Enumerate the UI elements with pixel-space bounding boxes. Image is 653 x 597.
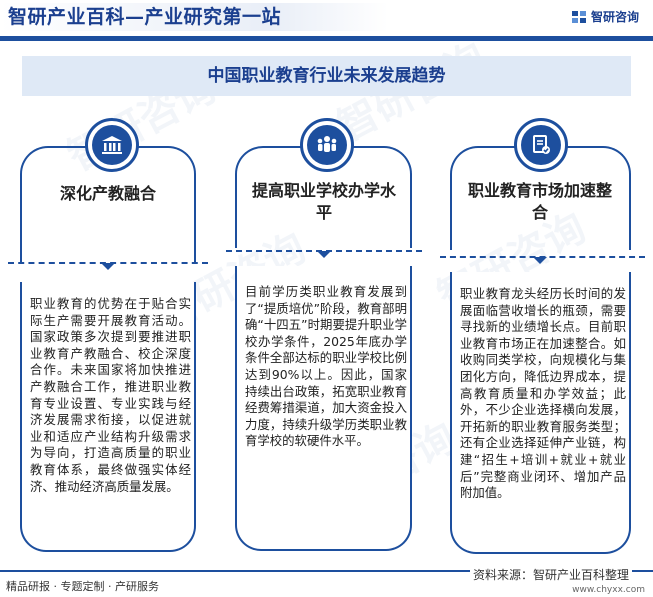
card-1-pointer: [101, 263, 115, 270]
card-3-pointer: [533, 257, 547, 264]
header-divider: [0, 36, 653, 41]
card-3-body: [450, 272, 631, 554]
footer-source: 资料来源：智研产业百科整理: [470, 566, 633, 583]
card-1-text: 职业教育的优势在于贴合实际生产需要开展教育活动。国家政策多次提到要推进职业教育产…: [30, 296, 191, 494]
page-title: 智研产业百科—产业研究第一站: [0, 3, 388, 31]
card-1-body: [20, 282, 196, 552]
card-2-body: [235, 266, 412, 551]
institution-icon: [102, 136, 122, 154]
people-group-icon: [317, 136, 337, 152]
card-3-title: 职业教育市场加速整合: [467, 181, 612, 222]
card-2-text: 目前学历类职业教育发展到了“提质培优”阶段，教育部明确“十四五”时期要提升职业学…: [245, 284, 407, 449]
page-header: 智研产业百科—产业研究第一站 智研咨询: [0, 0, 653, 36]
footer-tagline: 精品研报 · 专题定制 · 产研服务: [6, 580, 159, 593]
footer-url[interactable]: www.chyxx.com: [572, 585, 645, 595]
card-2-title: 提高职业学校办学水平: [251, 181, 396, 222]
brand-name: 智研咨询: [590, 10, 639, 24]
card-2-pointer: [317, 251, 331, 258]
card-3-icon-badge: [514, 118, 568, 172]
document-check-icon: [533, 135, 550, 154]
card-1-title: 深化产教融合: [59, 184, 156, 203]
card-3-text: 职业教育龙头经历长时间的发展面临营收增长的瓶颈，需要寻找新的业绩增长点。目前职业…: [460, 286, 626, 501]
section-banner: 中国职业教育行业未来发展趋势: [22, 56, 631, 96]
footer-divider: [0, 570, 653, 572]
brand-logo-icon: [571, 10, 586, 23]
brand[interactable]: 智研咨询: [571, 8, 639, 25]
card-2-icon-badge: [300, 118, 354, 172]
card-1-icon-badge: [85, 118, 139, 172]
